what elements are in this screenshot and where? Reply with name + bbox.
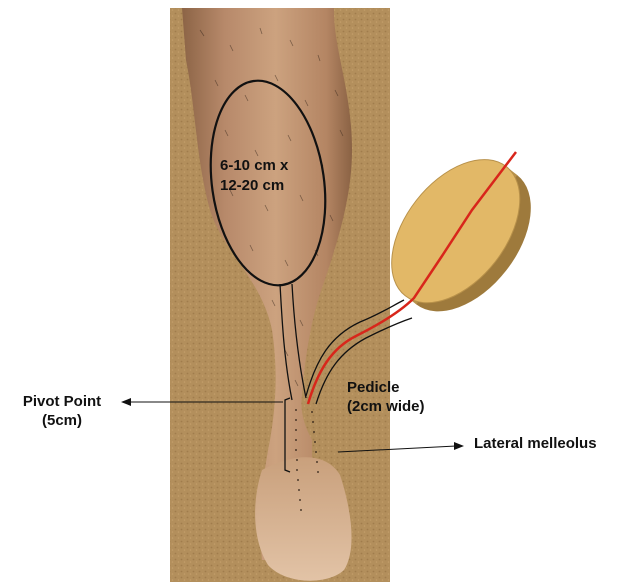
flap-size-line-2: 12-20 cm	[220, 176, 288, 196]
pivot-arrowhead	[121, 398, 131, 406]
lateral-arrowhead	[454, 442, 464, 450]
pivot-point-line-2: (5cm)	[12, 411, 112, 430]
pivot-point-line-1: Pivot Point	[12, 392, 112, 411]
lateral-malleolus-label: Lateral melleolus	[474, 434, 597, 453]
heel	[255, 457, 351, 580]
flap-size-line-1: 6-10 cm x	[220, 156, 288, 176]
pedicle-line-2: (2cm wide)	[347, 397, 457, 416]
pedicle-label: Pedicle (2cm wide)	[347, 378, 457, 416]
pivot-point-label: Pivot Point (5cm)	[12, 392, 112, 430]
flap-size-label: 6-10 cm x 12-20 cm	[220, 156, 288, 196]
pedicle-line-1: Pedicle	[347, 378, 457, 397]
